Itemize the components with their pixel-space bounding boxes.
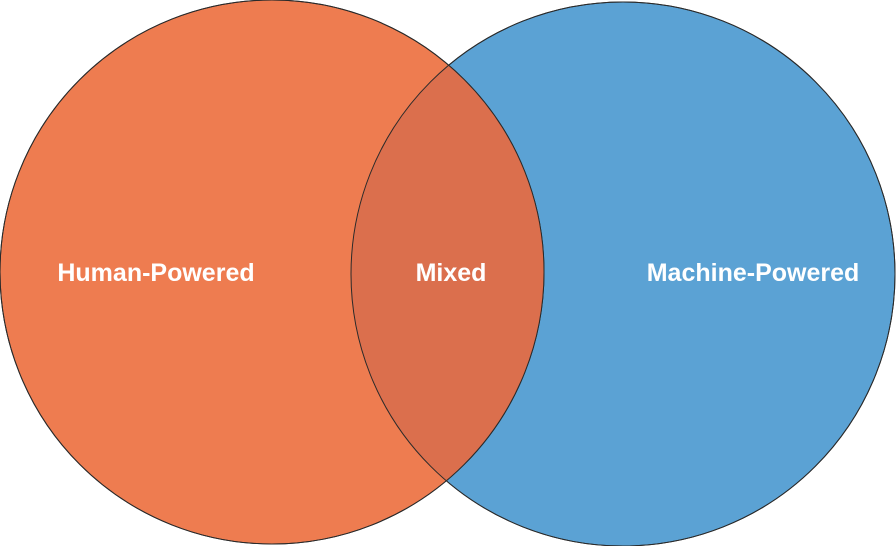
overlap-region bbox=[351, 2, 544, 544]
mixed-label: Mixed bbox=[416, 259, 487, 287]
machine-powered-outline bbox=[350, 1, 896, 546]
human-powered-outline bbox=[0, 0, 545, 545]
human-powered-label: Human-Powered bbox=[57, 259, 254, 287]
machine-powered-label: Machine-Powered bbox=[647, 259, 860, 287]
